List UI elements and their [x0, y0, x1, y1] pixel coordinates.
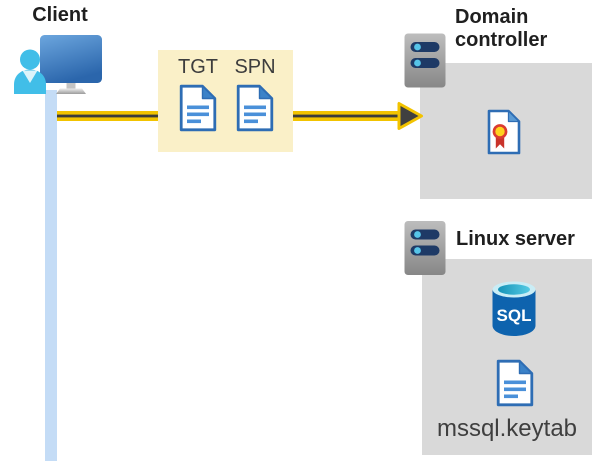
domain-controller-label: Domain controller: [455, 6, 548, 51]
monitor-icon: [40, 35, 102, 94]
user-icon: [14, 49, 46, 94]
tgt-document-icon: [179, 84, 217, 132]
sql-database-icon: SQL: [492, 281, 536, 336]
sql-text: SQL: [497, 306, 532, 325]
spn-document-icon: [236, 84, 274, 132]
keytab-label: mssql.keytab: [436, 415, 578, 442]
spn-label: SPN: [234, 56, 276, 78]
user-monitor-icon: [14, 35, 102, 94]
client-timeline-bar: [45, 90, 57, 461]
tgt-label: TGT: [178, 56, 218, 78]
linux-server-icon: [404, 221, 446, 275]
linux-server-label: Linux server: [456, 228, 575, 250]
client-label: Client: [32, 4, 88, 26]
domain-controller-server-icon: [404, 33, 446, 88]
keytab-document-icon: [496, 359, 534, 407]
certificate-icon: [487, 109, 521, 155]
